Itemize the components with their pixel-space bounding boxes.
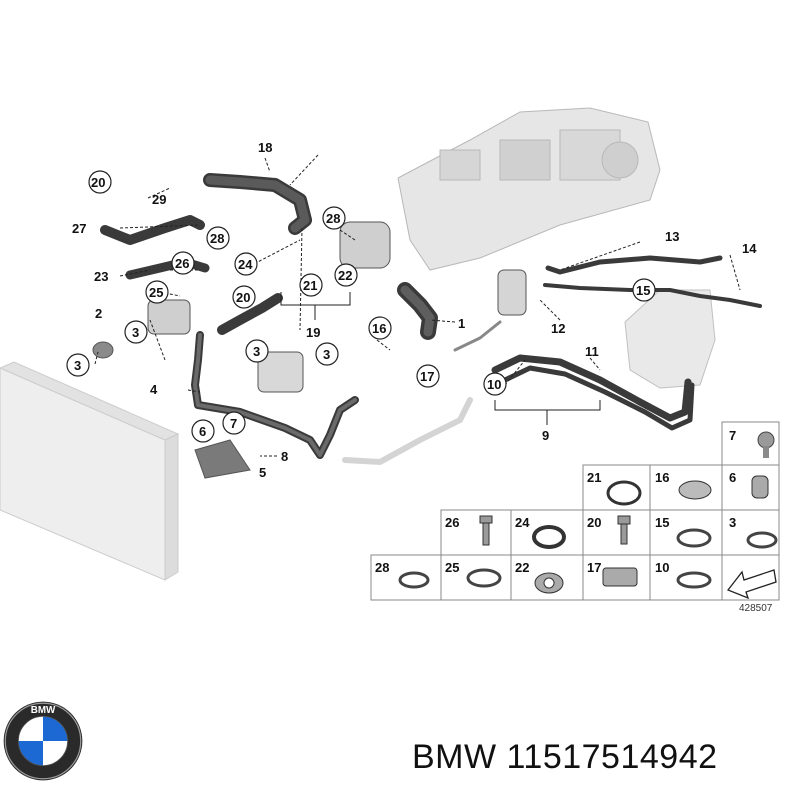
legend-cell: 3 [721,509,780,556]
callout-20b: 20 [232,285,256,309]
part-label-12: 12 [551,321,565,336]
radiator-drawing [0,361,180,581]
callout-16: 16 [368,316,392,340]
part-label-11: 11 [585,344,599,359]
legend-label: 7 [729,428,736,443]
part-label-4: 4 [150,382,158,397]
part-label-15: 15 [636,283,650,298]
part-label-9: 9 [542,428,549,443]
part-label-18: 18 [258,140,272,155]
legend-cell [721,554,780,601]
part-label-21: 21 [303,278,317,293]
part-label-27: 27 [72,221,86,236]
legend-label: 10 [655,560,669,575]
callout-26: 26 [171,251,195,275]
legend-label: 26 [445,515,459,530]
part-label-6: 6 [199,424,206,439]
expansion-tank-drawing [624,289,716,389]
engine-block-drawing [397,107,661,271]
part-label-29: 29 [152,192,166,207]
legend-label: 17 [587,560,601,575]
coolant-hoses-drawing [100,173,762,459]
part-label-23: 23 [94,269,108,284]
part-label-13: 13 [665,229,679,244]
fittings-drawing [92,221,527,479]
legend-label: 24 [515,515,530,530]
callout-7: 7 [222,411,246,435]
brackets [280,292,601,425]
callout-22: 22 [334,263,358,287]
callout-15: 15 [632,278,656,302]
part-label-8: 8 [281,449,288,464]
part-label-5: 5 [259,465,266,480]
legend-cell: 25 [440,554,512,601]
legend-label: 20 [587,515,601,530]
legend-label: 21 [587,470,601,485]
part-label-28: 28 [210,231,224,246]
legend-cell: 20 [582,509,651,556]
part-label-28: 28 [326,211,340,226]
part-label-20: 20 [236,290,250,305]
callout-24: 24 [234,252,258,276]
callout-10: 10 [483,372,507,396]
legend-label: 6 [729,470,736,485]
legend-cell: 15 [649,509,723,556]
legend-label: 16 [655,470,669,485]
callout-3d: 3 [315,342,339,366]
part-label-3: 3 [253,344,260,359]
parts-legend: 7 21 16 6 26 24 [370,421,780,614]
part-label-3: 3 [74,358,81,373]
legend-cell: 24 [510,509,584,556]
part-label-26: 26 [175,256,189,271]
callout-3b: 3 [66,353,90,377]
legend-cell: 7 [721,421,780,466]
callout-17: 17 [416,364,440,388]
part-label-20: 20 [91,175,105,190]
part-label-24: 24 [238,257,253,272]
legend-cell: 10 [649,554,723,601]
part-label-1: 1 [458,316,465,331]
callout-28b: 28 [322,206,346,230]
reference-number: 428507 [739,603,773,614]
legend-cell: 6 [721,464,780,511]
part-label-16: 16 [372,321,386,336]
part-label-3: 3 [132,325,139,340]
legend-cell: 26 [440,509,512,556]
legend-label: 25 [445,560,459,575]
callout-20a: 20 [88,170,112,194]
part-label-19: 19 [306,325,320,340]
part-label-22: 22 [338,268,352,283]
part-number-caption: BMW 11517514942 [412,738,718,776]
callout-3a: 3 [124,320,148,344]
legend-label: 22 [515,560,529,575]
callout-21: 21 [299,273,323,297]
legend-cell: 22 [510,554,584,601]
part-label-2: 2 [95,306,102,321]
legend-cell: 21 [582,464,651,511]
arrow-icon [726,569,777,600]
part-label-7: 7 [230,416,237,431]
logo-lettering: BMW [31,705,56,716]
light-pipe-drawing [342,397,473,466]
legend-cell: 28 [370,554,442,601]
callout-25: 25 [145,280,169,304]
callout-6: 6 [191,419,215,443]
leader-lines [94,154,741,457]
part-label-25: 25 [149,285,163,300]
part-label-17: 17 [420,369,434,384]
bmw-logo: BMW [3,701,83,781]
legend-label: 3 [729,515,736,530]
legend-cell: 17 [582,554,651,601]
legend-label: 15 [655,515,669,530]
legend-cell: 16 [649,464,723,511]
callout-28a: 28 [206,226,230,250]
part-label-14: 14 [742,241,757,256]
part-label-10: 10 [487,377,501,392]
callout-3c: 3 [245,339,269,363]
part-label-3: 3 [323,347,330,362]
part-labels: 18 20 29 27 28 28 23 26 24 25 20 [66,140,757,480]
legend-label: 28 [375,560,389,575]
